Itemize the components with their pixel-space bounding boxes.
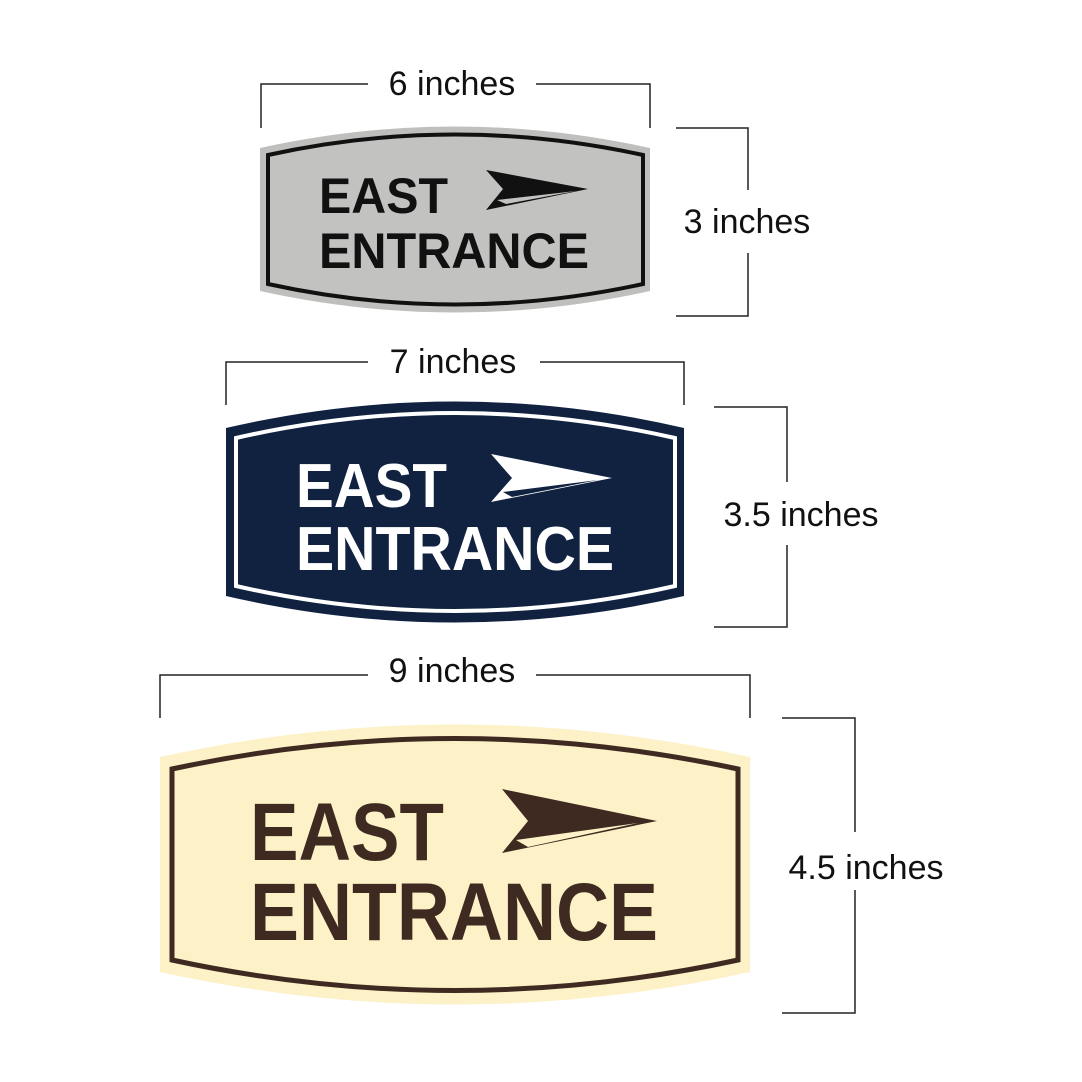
sign-small-group: 6 inches 3 inches EAST ENTRANCE [260,65,811,317]
width-dimension-medium [225,361,685,405]
width-label-medium: 7 inches [390,343,517,381]
sign-large-group: 9 inches 4.5 inches EAST ENTRANCE [159,652,944,1014]
height-dimension-large [782,717,856,1014]
sign-large-line2: ENTRANCE [250,867,658,958]
arrow-right-icon [491,454,612,502]
height-dimension-small [676,127,749,317]
sign-large-border [169,736,741,993]
sign-medium-border [234,411,677,613]
sign-small-line2: ENTRANCE [319,223,589,279]
height-dimension-medium [714,406,788,628]
sign-small-line1: EAST [319,168,448,224]
width-dimension-large [159,674,751,718]
sign-medium-line1: EAST [296,452,447,521]
arrow-right-icon [502,789,657,853]
sign-medium-line2: ENTRANCE [296,515,614,584]
width-label-large: 9 inches [389,652,516,690]
height-label-small: 3 inches [684,203,811,241]
sign-medium-group: 7 inches 3.5 inches EAST ENTRANCE [225,343,879,628]
width-label-small: 6 inches [389,65,516,103]
width-dimension-small [260,83,651,128]
arrow-right-icon [486,170,588,210]
sign-small-border [266,132,645,307]
height-label-large: 4.5 inches [789,849,944,887]
sign-large-line1: EAST [250,787,444,878]
height-label-medium: 3.5 inches [724,496,879,534]
